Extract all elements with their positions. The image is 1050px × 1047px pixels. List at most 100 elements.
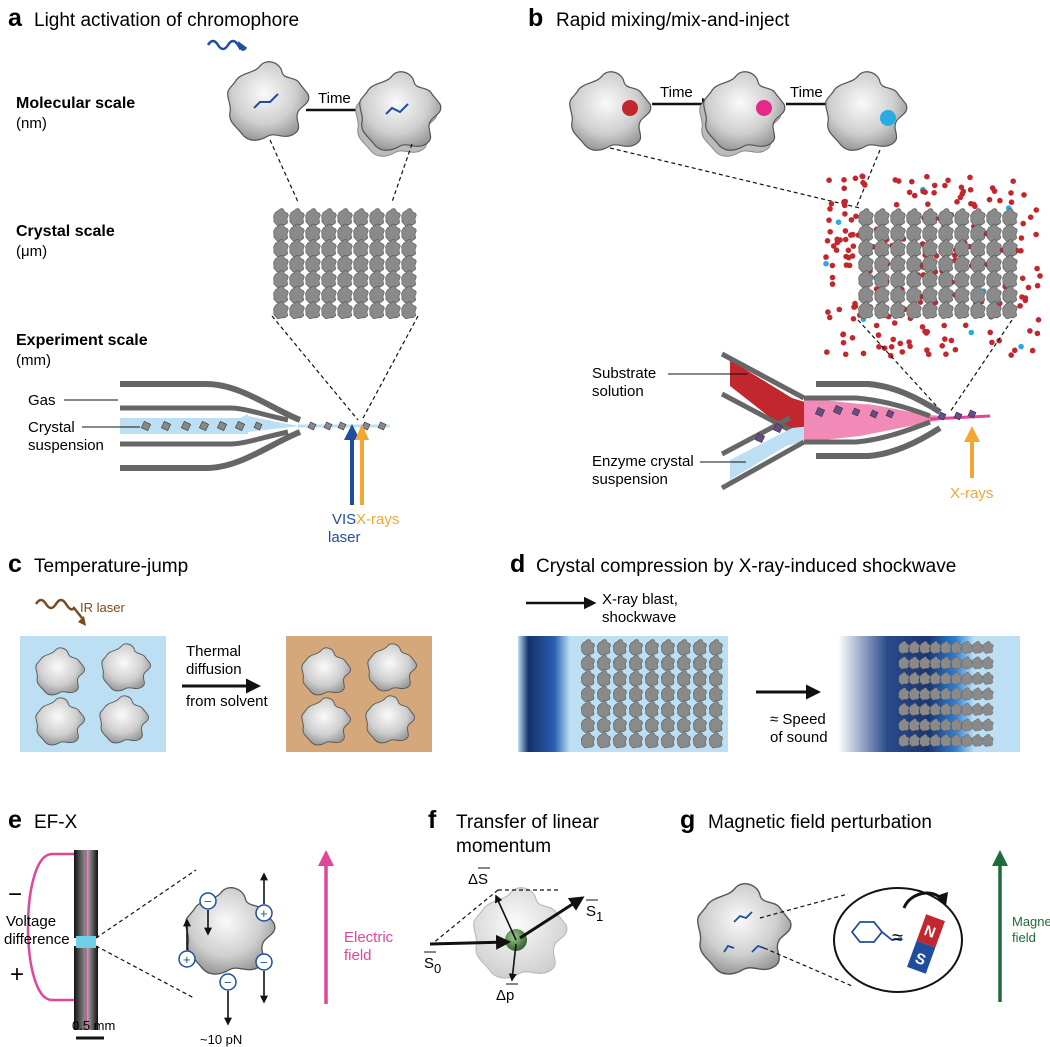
panel-f-title-1: Transfer of linear: [456, 812, 600, 833]
lattice-cell: [337, 239, 353, 258]
panel-b-title: Rapid mixing/mix-and-inject: [556, 10, 790, 31]
lattice-cell: [986, 223, 1002, 242]
substrate-dot: [852, 300, 858, 307]
substrate-dot: [1012, 347, 1018, 354]
panel-f-title-2: momentum: [456, 836, 551, 857]
lattice-cell: [906, 285, 922, 304]
ir-laser-label: IR laser: [80, 600, 125, 615]
lattice-d1: [580, 639, 724, 749]
substrate-dot: [968, 200, 974, 207]
substrate-dot: [941, 322, 947, 329]
substrate-dot: [1035, 317, 1042, 323]
lattice-cell: [369, 301, 385, 320]
lattice-cell: [954, 223, 970, 242]
substrate-dot: [848, 232, 854, 238]
substrate-dot: [1025, 284, 1032, 291]
lattice-cell: [337, 301, 353, 320]
svg-text:+: +: [183, 952, 191, 967]
substrate-dot: [876, 344, 882, 350]
panel-a-title: Light activation of chromophore: [34, 10, 299, 31]
substrate-dot: [853, 213, 859, 220]
lattice-cell: [337, 223, 353, 242]
lattice-cell: [337, 285, 353, 304]
substrate-dot: [1021, 192, 1027, 198]
lattice-cell: [385, 254, 401, 273]
substrate-dot: [860, 173, 866, 180]
substrate-dot: [948, 337, 955, 344]
lattice-cell: [321, 239, 337, 258]
substrate-dot: [942, 336, 948, 342]
crystal-suspension-label-2: suspension: [28, 437, 104, 454]
substrate-dot: [962, 322, 969, 329]
lattice-cell: [369, 208, 385, 227]
lattice-cell: [906, 254, 922, 273]
lattice-cell: [289, 285, 305, 304]
panel-g-title: Magnetic field perturbation: [708, 812, 932, 833]
lattice-cell: [289, 239, 305, 258]
panel-c: c Temperature-jump IR laser Thermal diff…: [8, 550, 432, 752]
lattice-cell: [305, 208, 321, 227]
protein-g: [696, 883, 792, 975]
substrate-dot: [1029, 347, 1036, 354]
scale-crystal-unit: (μm): [16, 243, 47, 260]
jet-crystal: [307, 421, 317, 431]
delta-p-label: Δp: [496, 987, 514, 1004]
magnetic-field-label-1: Magnetic: [1012, 914, 1050, 929]
substrate-dot: [848, 217, 855, 223]
substrate-dot: [836, 306, 843, 313]
jet-crystal: [234, 420, 246, 432]
panel-g-letter: g: [680, 806, 695, 834]
jet-crystal: [216, 420, 228, 432]
substrate-dot: [890, 336, 896, 343]
lattice-cell: [353, 301, 369, 320]
lattice-cell: [922, 285, 938, 304]
lattice-cell: [938, 208, 954, 227]
lattice-cell: [986, 285, 1002, 304]
enzyme-label-2: suspension: [592, 471, 668, 488]
scale-crystal-label: Crystal scale: [16, 223, 115, 240]
substrate-dot: [828, 201, 835, 207]
lattice-cell: [369, 285, 385, 304]
substrate-dot: [1008, 190, 1014, 196]
substrate-dot: [841, 177, 847, 183]
lattice-cell: [369, 223, 385, 242]
lattice-cell: [321, 223, 337, 242]
substrate-dot: [925, 201, 931, 207]
substrate-dot: [909, 178, 915, 185]
lattice-cell: [369, 254, 385, 273]
lattice-cell: [337, 254, 353, 273]
substrate-dot: [830, 243, 837, 249]
lattice-cell: [954, 270, 970, 289]
lattice-cell: [369, 270, 385, 289]
substrate-dot: [919, 324, 926, 330]
substrate-dot: [840, 339, 847, 346]
substrate-dot: [972, 203, 978, 210]
lattice-cell: [305, 270, 321, 289]
lattice-cell: [385, 285, 401, 304]
magnetic-field-label-2: field: [1012, 930, 1036, 945]
substrate-dot: [1008, 352, 1014, 358]
xrays-label-b: X-rays: [950, 485, 993, 502]
substrate-dot: [939, 343, 945, 349]
light-arrow-head: [238, 41, 246, 50]
svg-text:−: −: [260, 955, 268, 970]
lattice-cell: [906, 208, 922, 227]
lattice-cell: [954, 285, 970, 304]
substrate-dot: [826, 314, 833, 321]
lattice-cell: [858, 285, 874, 304]
lattice-cell: [890, 254, 906, 273]
lattice-cell: [305, 223, 321, 242]
substrate-dot: [1019, 275, 1026, 282]
lattice-cell: [874, 270, 890, 289]
lattice-cell: [874, 254, 890, 273]
substrate-dot: [850, 243, 857, 249]
substrate-dot: [1017, 303, 1023, 309]
jet-crystal: [772, 422, 784, 434]
substrate-dot: [957, 194, 964, 201]
lattice-cell: [289, 270, 305, 289]
substrate-dot: [841, 199, 847, 205]
substrate-dot: [907, 343, 913, 350]
lattice-cell: [321, 254, 337, 273]
jet-crystal: [953, 411, 963, 421]
voltage-label-1: Voltage: [6, 913, 56, 930]
